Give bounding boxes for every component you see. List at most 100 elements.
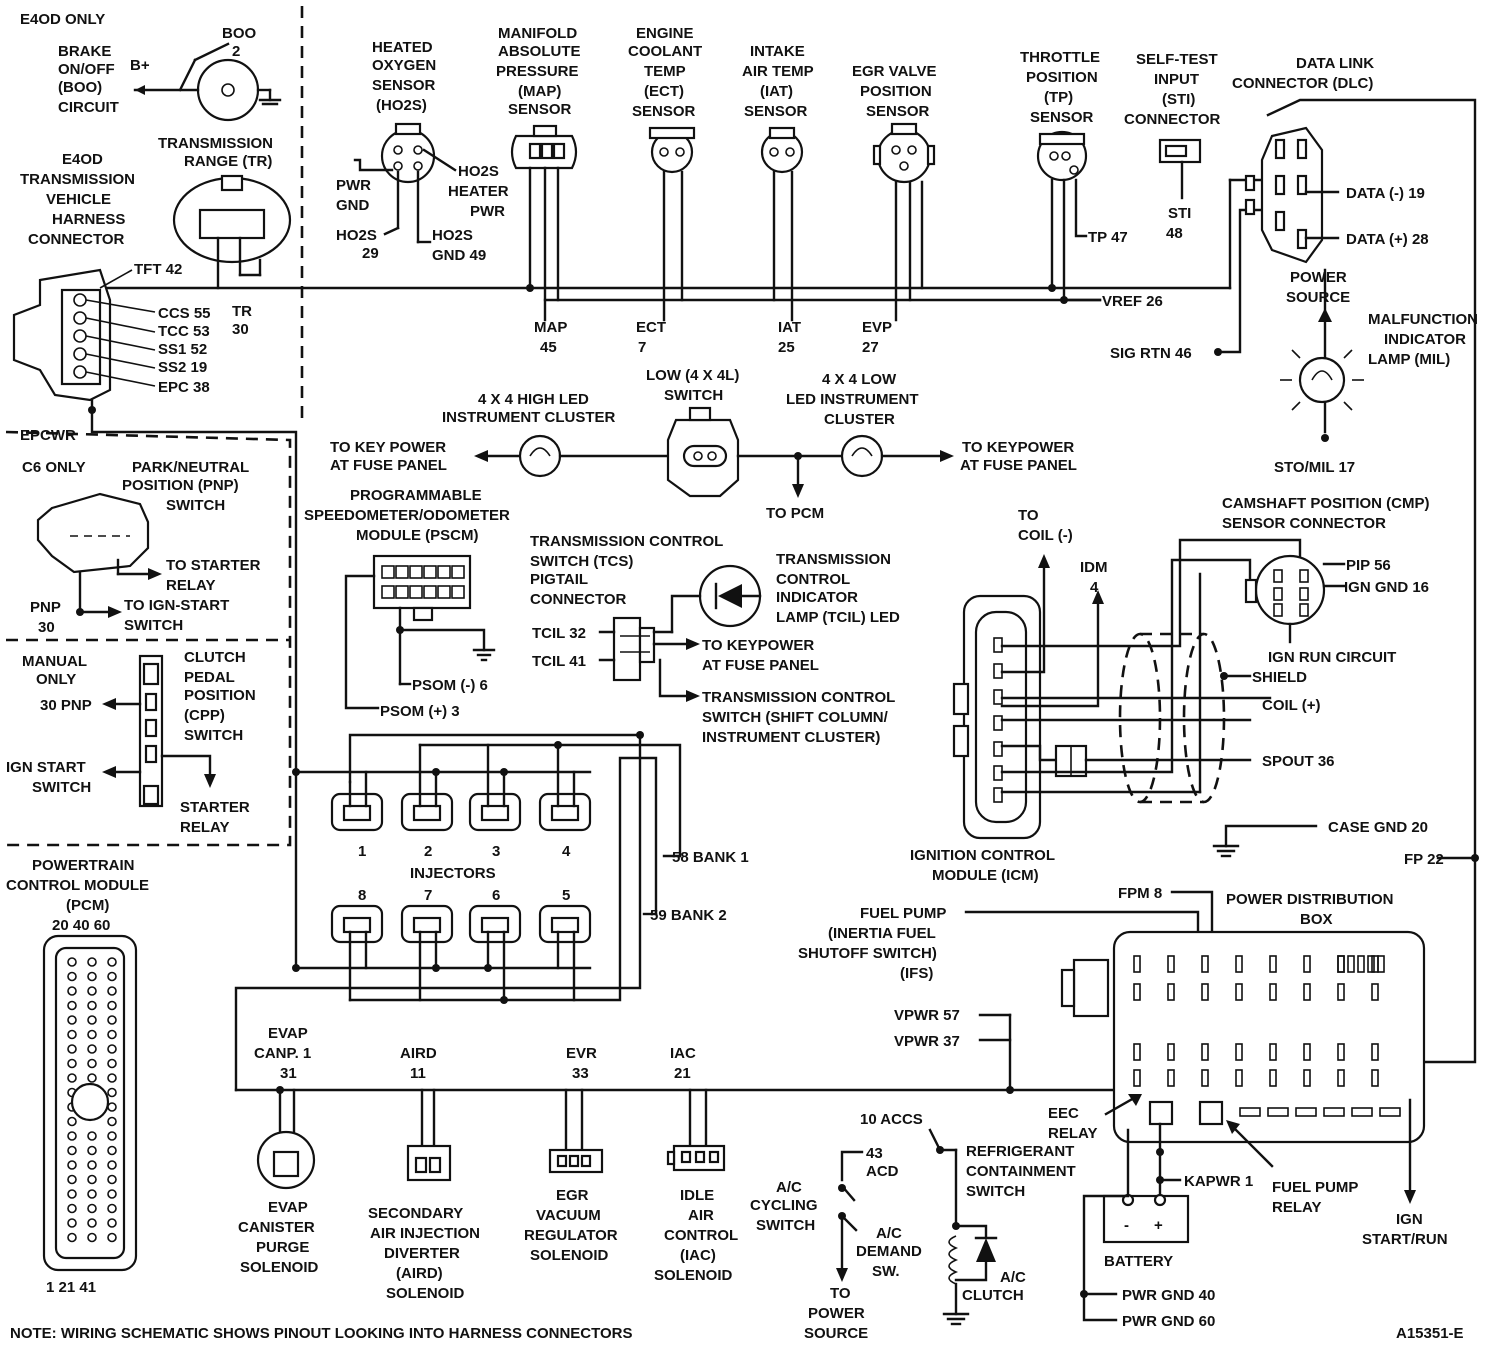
battery-plus-label: + — [1154, 1217, 1163, 1234]
cpp-label-2: PEDAL — [184, 669, 235, 686]
to-ign-start-label-2: SWITCH — [124, 617, 183, 634]
fuse-slot — [1303, 1069, 1311, 1087]
aird-solenoid: AIRD 11 SECONDARY AIR INJECTION DIVERTER… — [368, 1045, 480, 1302]
pcm-bottom-pins-label: 1 21 41 — [46, 1279, 96, 1296]
fuse-slot — [1133, 1043, 1141, 1061]
fuse-slot — [1235, 1043, 1243, 1061]
coil-plus-label: COIL (+) — [1262, 697, 1320, 714]
relays-battery: EEC RELAY FUEL PUMP RELAY IGN START/RUN … — [1048, 1094, 1448, 1330]
fuse-slot — [1295, 1107, 1317, 1117]
fuse-slot — [1201, 983, 1209, 1001]
pcm-pin — [67, 1174, 77, 1185]
sti-connector: SELF-TEST INPUT (STI) CONNECTOR STI 48 — [1124, 51, 1221, 242]
tcs-label-3: PIGTAIL — [530, 571, 588, 588]
pcm-pin — [87, 1015, 97, 1025]
tr30-label-1: TR — [232, 303, 252, 320]
epc-label: EPC 38 — [158, 379, 210, 396]
pcm-pin — [107, 1131, 117, 1141]
psom-plus-label: PSOM (+) 3 — [380, 703, 460, 720]
cpp-label-4: (CPP) — [184, 707, 225, 724]
tcs-key-label-2: AT FUSE PANEL — [702, 657, 819, 674]
spout-label: SPOUT 36 — [1262, 753, 1335, 770]
to-power-source-label-3: SOURCE — [804, 1325, 868, 1342]
evr-pin-label-1: EVR — [566, 1045, 597, 1062]
evr-pin-label-2: 33 — [572, 1065, 589, 1082]
tr30-label-2: 30 — [232, 321, 249, 338]
region-boundaries — [5, 6, 304, 847]
fuse-slot — [1377, 955, 1385, 973]
injector-3-icon — [468, 743, 522, 832]
iac-label-3: CONTROL — [664, 1227, 738, 1244]
ac-demand-label-1: A/C — [876, 1225, 902, 1242]
injector-5-label: 5 — [562, 887, 570, 904]
mil-lamp: POWER SOURCE MALFUNCTION INDICATOR LAMP … — [1274, 269, 1478, 476]
tcs-label-2: SWITCH (TCS) — [530, 553, 633, 570]
aird-pin-label-2: 11 — [410, 1065, 426, 1082]
sti-label-3: (STI) — [1162, 91, 1195, 108]
tcil-label-2: CONTROL — [776, 571, 850, 588]
refrig-label-3: SWITCH — [966, 1183, 1025, 1200]
low-led-label-3: CLUSTER — [824, 411, 895, 428]
fuse-slot — [1379, 1107, 1401, 1117]
power-distribution-box — [1060, 930, 1426, 1144]
pcm-pin — [107, 1044, 117, 1054]
mil-lamp-icon — [1298, 356, 1346, 404]
pcm-pin — [67, 1189, 77, 1199]
tcc-label: TCC 53 — [158, 323, 210, 340]
fuse-slot — [1303, 983, 1311, 1001]
pcm-pin — [87, 1000, 97, 1011]
harness-label-4: HARNESS — [52, 211, 125, 228]
tp-label-2: POSITION — [1026, 69, 1098, 86]
ac-clutch-label-2: CLUTCH — [962, 1287, 1024, 1304]
iat25-label-2: 25 — [778, 339, 795, 356]
fuel-pump-label-4: (IFS) — [900, 965, 933, 982]
vpwr37-label: VPWR 37 — [894, 1033, 960, 1050]
pcm-pin — [67, 1058, 77, 1069]
pnp30-left-label: 30 PNP — [40, 697, 92, 714]
fuse-slot — [1269, 1069, 1277, 1087]
tr-sensor-label-1: TRANSMISSION — [158, 135, 273, 152]
fuse-slot — [1337, 1069, 1345, 1087]
refrig-label-2: CONTAINMENT — [966, 1163, 1076, 1180]
aird-label-4: (AIRD) — [396, 1265, 443, 1282]
ac-cycling-label-2: CYCLING — [750, 1197, 818, 1214]
fpm8-label: FPM 8 — [1118, 885, 1162, 902]
bank2-label: 59 BANK 2 — [650, 907, 727, 924]
pcm-pin — [107, 1116, 117, 1127]
harness-label-2: TRANSMISSION — [20, 171, 135, 188]
sti-label-2: INPUT — [1154, 71, 1199, 88]
b-plus-label: B+ — [130, 57, 150, 74]
ho2s-label-1: HEATED — [372, 39, 433, 56]
sti-label-1: SELF-TEST — [1136, 51, 1218, 68]
pcm-pin — [67, 1160, 77, 1170]
boo-label: BOO — [222, 25, 257, 42]
pnp-switch-label-2: POSITION (PNP) — [122, 477, 239, 494]
data-plus-label: DATA (+) 28 — [1346, 231, 1429, 248]
fuse-slot — [1201, 1069, 1209, 1087]
pnp30-label-1: PNP — [30, 599, 61, 616]
tcs-switch-label-3: INSTRUMENT CLUSTER) — [702, 729, 880, 746]
injector-2-label: 2 — [424, 843, 432, 860]
pcm-pin — [107, 1029, 117, 1040]
kapwr-label: KAPWR 1 — [1184, 1173, 1253, 1190]
ho2s-label-4: (HO2S) — [376, 97, 427, 114]
ac-clutch-coil-icon — [948, 1235, 959, 1285]
fuel-pump-label-3: SHUTOFF SWITCH) — [798, 945, 937, 962]
pcm-pin — [87, 986, 97, 996]
evap-pin-label-2: CANP. 1 — [254, 1045, 311, 1062]
pcm-pin — [87, 1044, 97, 1054]
pcm-pin — [87, 957, 97, 967]
evp-label-3: SENSOR — [866, 103, 930, 120]
aird-label-1: SECONDARY — [368, 1205, 463, 1222]
fuse-slot — [1167, 983, 1175, 1001]
pnp30-label-2: 30 — [38, 619, 55, 636]
pcm-pin — [107, 1087, 117, 1098]
fuse-slot — [1269, 955, 1277, 973]
aird-pin-label-1: AIRD — [400, 1045, 437, 1062]
eec-relay-label-1: EEC — [1048, 1105, 1079, 1122]
ign-gnd-label: IGN GND 16 — [1344, 579, 1429, 596]
pcm-pin — [67, 1029, 77, 1040]
fuse-slot — [1351, 1107, 1373, 1117]
tcil41-label: TCIL 41 — [532, 653, 586, 670]
fuse-slot — [1235, 1069, 1243, 1087]
